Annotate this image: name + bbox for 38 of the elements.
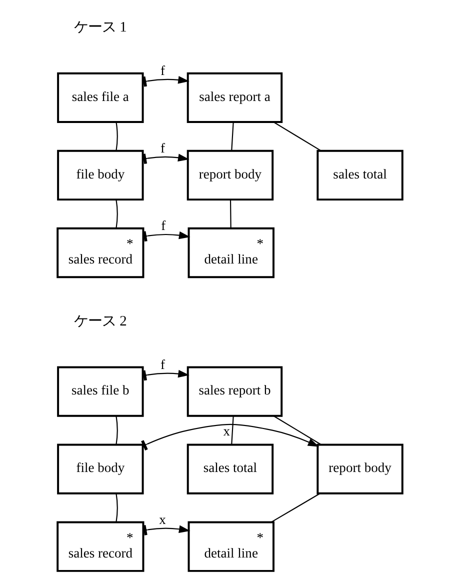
node-box: file body bbox=[57, 444, 144, 494]
node-box: * detail line bbox=[188, 227, 274, 278]
edge-label: f bbox=[160, 62, 166, 78]
node-box: sales total bbox=[316, 150, 404, 201]
arrow bbox=[142, 524, 190, 536]
label: ケース 1 bbox=[74, 20, 127, 36]
edge-label: f bbox=[161, 218, 166, 233]
connector bbox=[116, 416, 118, 445]
edge-label: f bbox=[160, 140, 166, 156]
connector bbox=[270, 493, 320, 523]
node-box: file body bbox=[57, 150, 144, 201]
node-box: * sales record bbox=[56, 227, 144, 278]
node-box: * sales record bbox=[56, 521, 144, 572]
node-box: report body bbox=[186, 150, 274, 201]
node-box: sales file b bbox=[57, 366, 144, 417]
node-box: sales file a bbox=[57, 72, 144, 124]
node-box: sales report b bbox=[186, 366, 283, 417]
arrow bbox=[141, 424, 320, 450]
edge-label: f bbox=[160, 356, 166, 372]
label: ケース 2 bbox=[74, 314, 127, 330]
connector bbox=[116, 200, 118, 228]
node-box: sales total bbox=[186, 444, 274, 494]
node-box: report body bbox=[316, 444, 404, 494]
edge-label: x bbox=[159, 512, 166, 527]
node-box: * detail line bbox=[188, 521, 274, 572]
edge-label: x bbox=[223, 423, 230, 438]
node-box: sales report a bbox=[186, 72, 283, 124]
arrow bbox=[142, 76, 190, 87]
connector bbox=[273, 416, 322, 446]
connector bbox=[231, 416, 234, 445]
connector bbox=[231, 122, 234, 151]
arrow bbox=[142, 231, 190, 242]
connector bbox=[116, 493, 118, 522]
connector bbox=[273, 122, 322, 152]
connector bbox=[116, 122, 118, 151]
arrow bbox=[142, 370, 190, 381]
connector bbox=[230, 200, 232, 228]
arrow bbox=[142, 154, 190, 164]
